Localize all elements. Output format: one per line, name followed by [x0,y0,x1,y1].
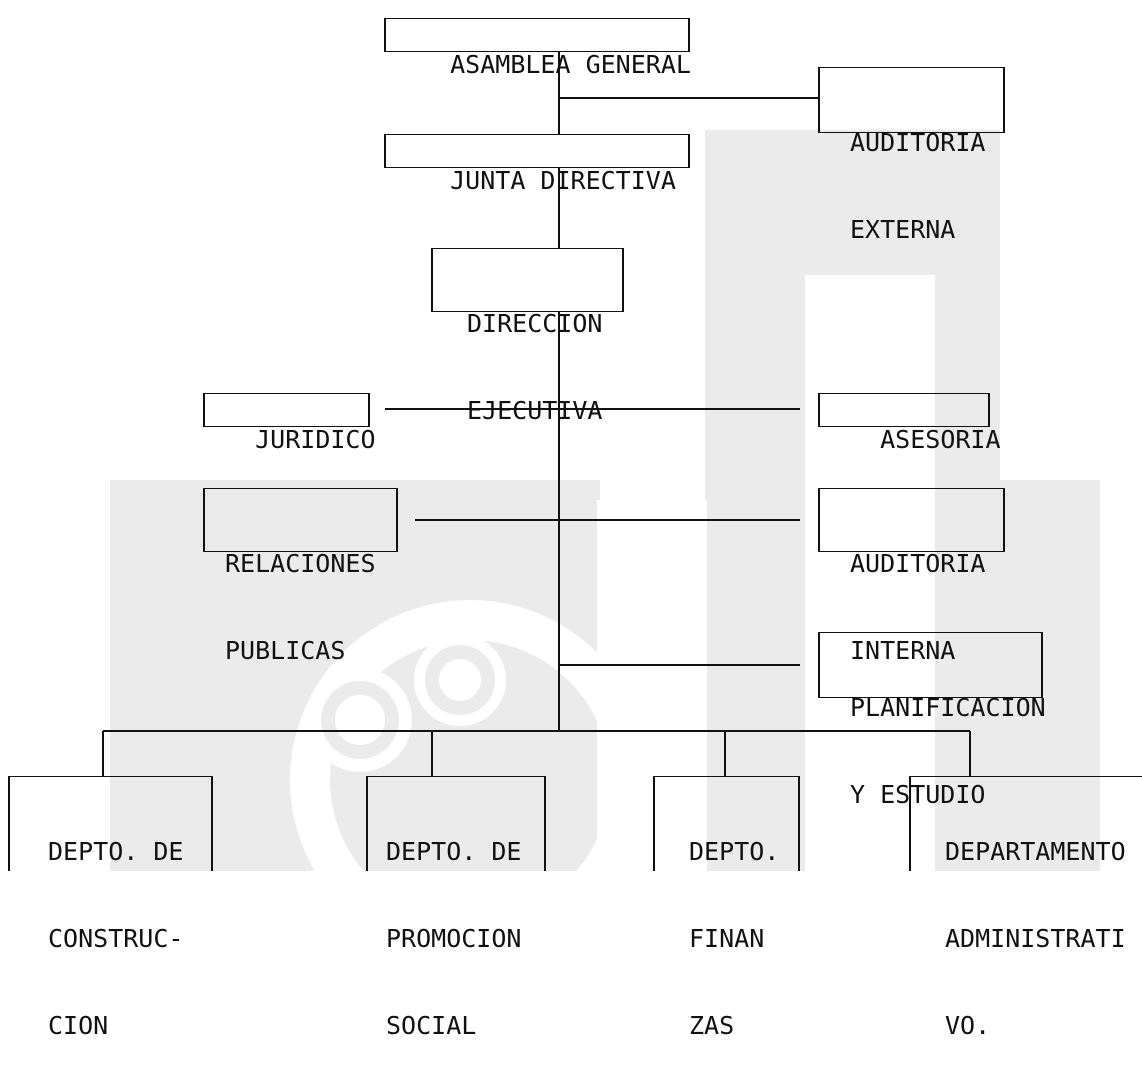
node-planificacion-line-1: PLANIFICACION [850,693,1046,722]
node-auditoria-interna: AUDITORIA INTERNA [818,488,1005,665]
node-promocion-line-1: DEPTO. DE [386,837,522,866]
watermark-seal [110,130,1100,871]
node-asamblea-general: ASAMBLEA GENERAL [384,18,691,79]
connector-lines [102,52,971,776]
node-administrativo-line-1: DEPARTAMENTO [945,837,1126,866]
node-construccion-line-2: CONSTRUC- [48,924,184,953]
node-planificacion-line-2: Y ESTUDIO [850,780,986,809]
node-administrativo-line-3: VO. [945,1011,991,1040]
node-depto-construccion: DEPTO. DE CONSTRUC- CION [8,776,213,1040]
node-promocion-line-2: PROMOCION [386,924,522,953]
node-junta-directiva: JUNTA DIRECTIVA [384,134,690,195]
node-junta-label: JUNTA DIRECTIVA [450,166,676,195]
node-auditoria-externa: AUDITORIA EXTERNA [818,67,1005,244]
node-relaciones-line-2: PUBLICAS [225,636,346,665]
node-relaciones-publicas: RELACIONES PUBLICAS [203,488,398,665]
node-asamblea-label: ASAMBLEA GENERAL [450,50,691,79]
node-administrativo-line-2: ADMINISTRATI [945,924,1126,953]
node-depto-finanzas: DEPTO. FINAN ZAS [653,776,800,1040]
node-juridico-label: JURIDICO [255,425,376,454]
node-asesoria: ASESORIA [818,393,1001,454]
node-direccion-line-2: EJECUTIVA [467,396,603,425]
node-asesoria-label: ASESORIA [880,425,1001,454]
node-promocion-line-3: SOCIAL [386,1011,477,1040]
node-relaciones-line-1: RELACIONES [225,549,376,578]
node-finanzas-line-3: ZAS [689,1011,735,1040]
node-juridico: JURIDICO [203,393,376,454]
node-direccion-line-1: DIRECCION [467,309,603,338]
node-auditoria-externa-line-1: AUDITORIA [850,128,986,157]
node-depto-promocion-social: DEPTO. DE PROMOCION SOCIAL [366,776,546,1040]
node-construccion-line-3: CION [48,1011,109,1040]
node-direccion-ejecutiva: DIRECCION EJECUTIVA [431,248,624,425]
node-finanzas-line-2: FINAN [689,924,765,953]
node-finanzas-line-1: DEPTO. [689,837,780,866]
node-construccion-line-1: DEPTO. DE [48,837,184,866]
node-planificacion-estudio: PLANIFICACION Y ESTUDIO [818,632,1046,809]
node-departamento-administrativo: DEPARTAMENTO ADMINISTRATI VO. [909,776,1142,1040]
node-auditoria-externa-line-2: EXTERNA [850,215,956,244]
node-auditoria-interna-line-1: AUDITORIA [850,549,986,578]
node-auditoria-interna-line-2: INTERNA [850,636,956,665]
